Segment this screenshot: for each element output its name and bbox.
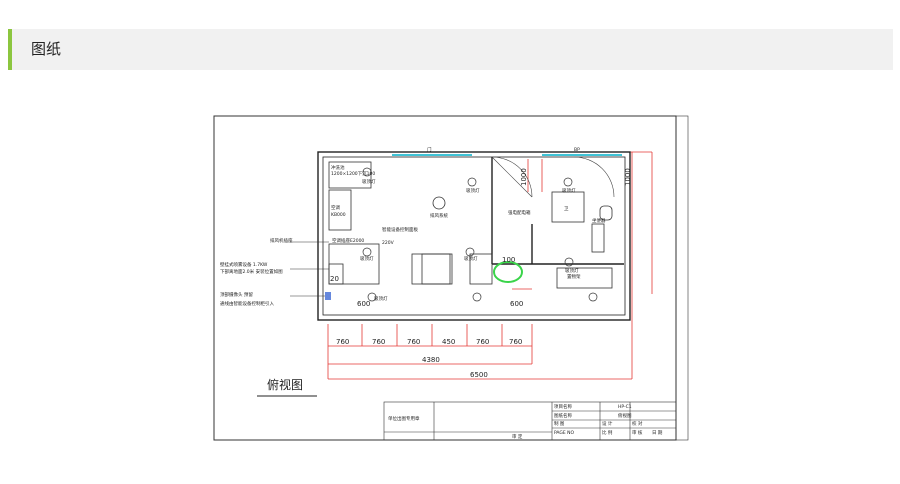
label-fan: 排风机插座 bbox=[270, 237, 293, 244]
section-header: 图纸 bbox=[8, 29, 893, 70]
label-220v: 220V bbox=[382, 240, 395, 246]
title-designer: 设 计 bbox=[602, 420, 613, 427]
label-light-4: 吸顶灯 bbox=[464, 255, 478, 262]
dim-760-2: 760 bbox=[372, 338, 385, 346]
dim-6500: 6500 bbox=[470, 371, 488, 379]
dim-600: 600 bbox=[510, 300, 523, 308]
label-bp: BP bbox=[574, 147, 580, 153]
title-project-label: 项目名称 bbox=[554, 403, 572, 410]
title-drawing-label: 图纸名称 bbox=[554, 412, 572, 419]
label-left-note-3: 顶部摄像头 预留 bbox=[220, 291, 253, 298]
label-sink: 冲洗池 bbox=[331, 164, 345, 171]
label-left-note-2: 下部离地面2.0米 安装位置如图 bbox=[220, 268, 283, 275]
floor-plan-svg: 760 760 760 450 760 760 4380 6500 600 60… bbox=[213, 115, 689, 441]
title-page: PAGE NO bbox=[554, 430, 575, 436]
label-door: 门 bbox=[427, 146, 432, 153]
label-wc: 卫 bbox=[564, 206, 569, 212]
dim-760-1: 760 bbox=[336, 338, 349, 346]
label-light-6: 吸顶灯 bbox=[565, 267, 579, 274]
label-center: 排风系统 bbox=[430, 212, 448, 219]
label-ac: 空调 bbox=[331, 204, 340, 211]
dim-1000-b: 1000 bbox=[624, 168, 632, 186]
dim-760-4: 760 bbox=[476, 338, 489, 346]
title-project-value: HP-C1 bbox=[618, 404, 632, 410]
title-check2: 审 定 bbox=[512, 433, 523, 440]
section-title: 图纸 bbox=[31, 40, 62, 58]
dim-600-left: 600 bbox=[357, 300, 370, 308]
dim-20: 20 bbox=[330, 275, 339, 283]
section-accent-bar bbox=[8, 29, 12, 70]
title-date: 日 期 bbox=[652, 430, 663, 436]
label-ac-model: KB000 bbox=[331, 212, 346, 218]
dim-760-5: 760 bbox=[509, 338, 522, 346]
label-light-1: 吸顶灯 bbox=[362, 178, 376, 185]
label-left-note-1: 壁挂式喷雾设备 1.7KW bbox=[220, 261, 268, 268]
label-light-2: 吸顶灯 bbox=[466, 187, 480, 194]
title-scale: 比 例 bbox=[602, 429, 613, 436]
label-storage: 置物架 bbox=[567, 273, 581, 280]
title-draw: 制 图 bbox=[554, 420, 565, 427]
title-checker: 校 对 bbox=[632, 420, 643, 427]
label-smart: 智能设备控制面板 bbox=[382, 226, 418, 233]
label-hub: 空调插座E2000 bbox=[332, 237, 364, 244]
view-title: 俯视图 bbox=[267, 377, 303, 392]
dim-760-3: 760 bbox=[407, 338, 420, 346]
label-sink-size: 1200×1200下沉100 bbox=[331, 170, 375, 177]
floor-plan-drawing: 760 760 760 450 760 760 4380 6500 600 60… bbox=[212, 114, 690, 444]
label-light-3: 吸顶灯 bbox=[360, 255, 374, 262]
label-light-5: 吸顶灯 bbox=[562, 187, 576, 194]
dim-1000-a: 1000 bbox=[520, 168, 528, 186]
title-approver: 审 核 bbox=[632, 429, 643, 436]
label-toilet: 坐便器 bbox=[592, 217, 606, 224]
dim-450: 450 bbox=[442, 338, 455, 346]
label-power: 强电配电箱 bbox=[508, 209, 531, 216]
title-drawing-value: 俯视图 bbox=[618, 412, 632, 419]
dim-100: 100 bbox=[502, 256, 515, 264]
dim-4380: 4380 bbox=[422, 356, 440, 364]
label-light-7: 吸顶灯 bbox=[374, 295, 388, 302]
title-unit-stamp: 单位出图专用章 bbox=[388, 415, 420, 422]
label-left-note-4: 通线由智能设备控制柜引入 bbox=[220, 300, 274, 307]
